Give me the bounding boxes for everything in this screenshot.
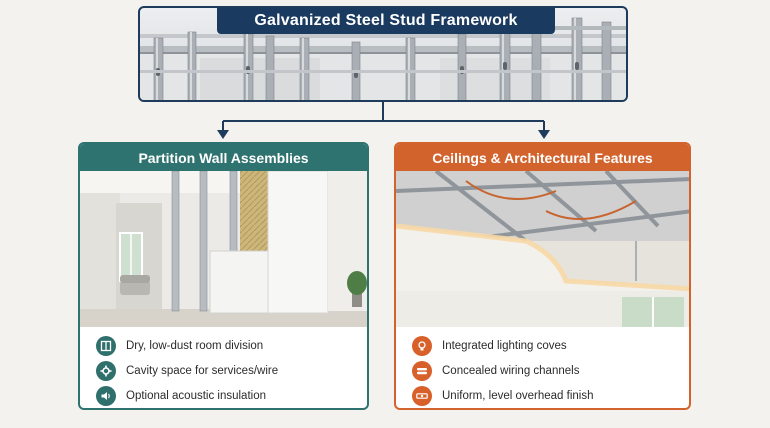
diagram-title: Galvanized Steel Stud Framework [217, 8, 555, 34]
steel-stud-framework-photo [140, 17, 626, 100]
ceilings-header: Ceilings & Architectural Features [396, 144, 689, 171]
feature-item: Concealed wiring channels [412, 358, 689, 383]
feature-text: Cavity space for services/wire [126, 364, 279, 377]
feature-item: Uniform, level overhead finish [412, 383, 689, 408]
arrow-head-left [217, 130, 229, 139]
feature-item: Cavity space for services/wire [96, 358, 367, 383]
ceilings-panel: Ceilings & Architectural Features [394, 142, 691, 410]
speaker-icon [96, 385, 116, 406]
feature-text: Optional acoustic insulation [126, 389, 266, 402]
ceilings-photo [396, 171, 689, 327]
framework-box: Galvanized Steel Stud Framework [138, 6, 628, 102]
gear-icon [96, 360, 116, 381]
partition-wall-panel: Partition Wall Assemblies [78, 142, 369, 410]
arrow-head-right [538, 130, 550, 139]
feature-text: Uniform, level overhead finish [442, 389, 594, 402]
feature-text: Integrated lighting coves [442, 339, 567, 352]
light-bulb-icon [412, 335, 432, 356]
partition-wall-photo [80, 171, 367, 327]
feature-text: Dry, low-dust room division [126, 339, 264, 352]
feature-item: Optional acoustic insulation [96, 383, 367, 408]
feature-item: Dry, low-dust room division [96, 333, 367, 358]
feature-text: Concealed wiring channels [442, 364, 580, 377]
door-panel-icon [96, 335, 116, 356]
level-icon [412, 385, 432, 406]
partition-wall-header: Partition Wall Assemblies [80, 144, 367, 171]
feature-item: Integrated lighting coves [412, 333, 689, 358]
wiring-channel-icon [412, 360, 432, 381]
